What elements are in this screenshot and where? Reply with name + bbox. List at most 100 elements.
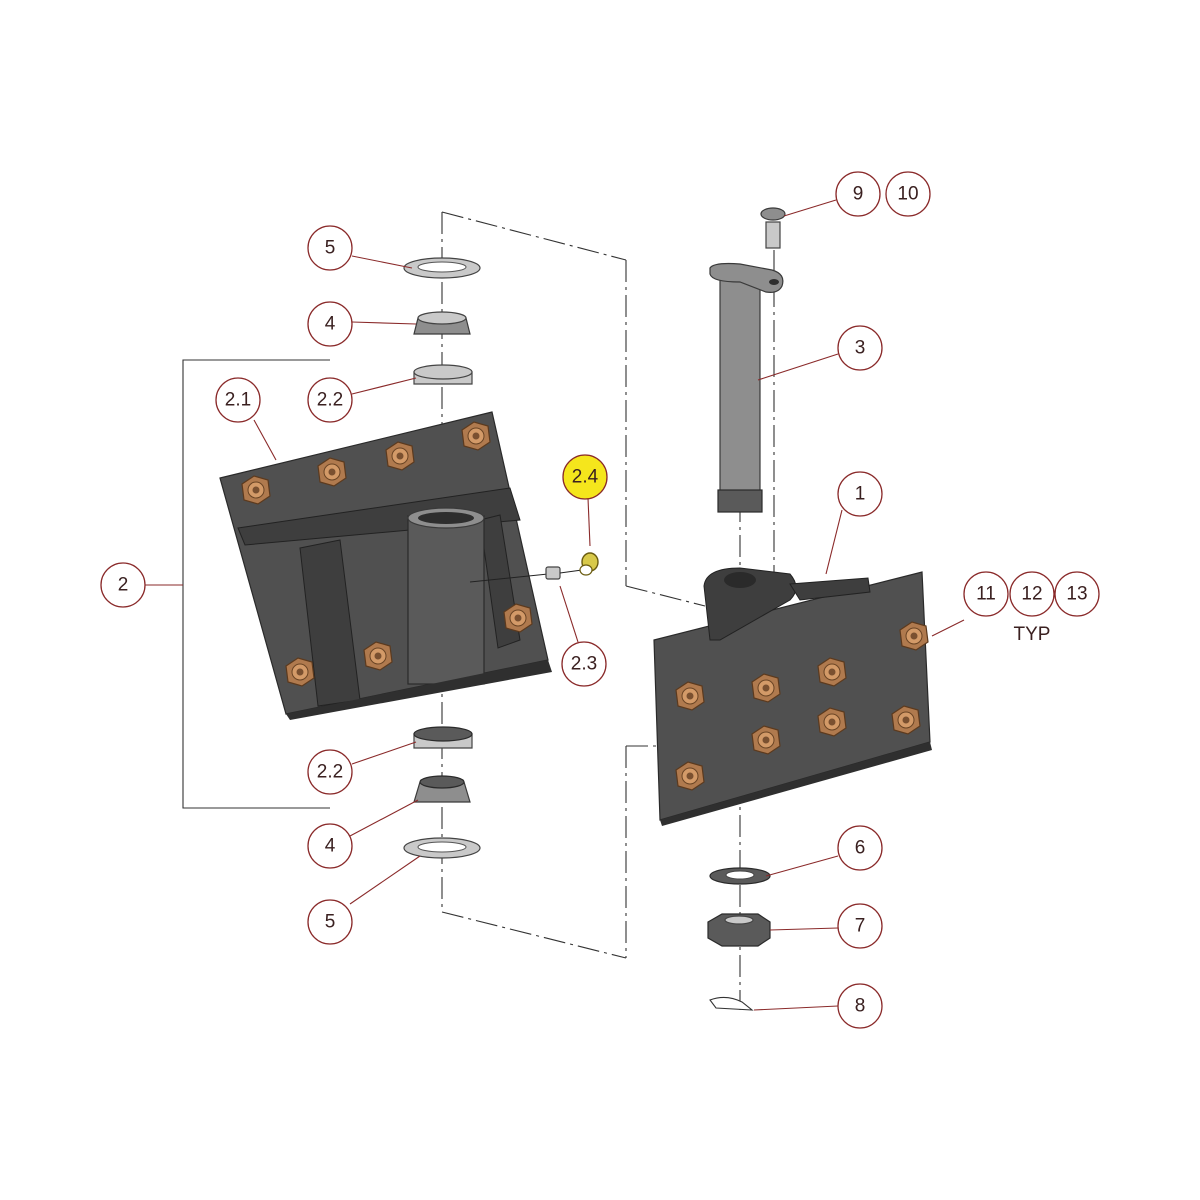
callout-4-bottom-label: 4	[325, 836, 336, 857]
nut	[751, 725, 781, 755]
callout-2-2-bottom-label: 2.2	[317, 762, 343, 783]
leader-9	[783, 199, 837, 217]
bearing-cone-top-face	[417, 311, 467, 325]
pin-tab-hole	[769, 279, 779, 285]
left-bearing-stack	[403, 257, 481, 859]
callout-2-4-label: 2.4	[572, 467, 599, 488]
mount-plate-edge	[286, 660, 552, 720]
callout-2-4: 2.4	[562, 454, 608, 500]
leader-6	[765, 855, 839, 877]
spindle-knuckle-bore	[724, 572, 756, 588]
nut	[675, 681, 705, 711]
phantom-to-part1-upper	[625, 585, 706, 607]
tab-bolt	[760, 207, 786, 249]
thrust-washer-top-hole	[417, 261, 467, 273]
callout-4-top: 4	[307, 301, 353, 347]
callout-9: 9	[835, 171, 881, 217]
thrust-washer-bottom-hole	[417, 841, 467, 853]
callout-7: 7	[837, 903, 883, 949]
callout-6: 6	[837, 825, 883, 871]
callout-2-3: 2.3	[561, 641, 607, 687]
cotter-pin	[709, 996, 754, 1011]
callout-2: 2	[100, 562, 146, 608]
pin-washer-hole	[725, 870, 755, 880]
callout-4-bottom: 4	[307, 823, 353, 869]
grease-fitting	[469, 552, 599, 583]
leader-2-3	[559, 585, 579, 643]
castle-nut-bore	[724, 915, 754, 925]
mount-plate-nuts	[241, 421, 533, 687]
hinge-pin	[709, 262, 784, 513]
nut	[363, 641, 393, 671]
nut	[461, 421, 491, 451]
callout-3: 3	[837, 325, 883, 371]
callout-2-2-bottom: 2.2	[307, 749, 353, 795]
spindle-mount-plate	[653, 567, 932, 826]
leader-5-bottom	[349, 855, 421, 905]
callout-4-top-label: 4	[325, 314, 336, 335]
callout-13: 13	[1054, 571, 1100, 617]
callout-1-label: 1	[855, 484, 866, 505]
spindle-plate-edge	[660, 742, 932, 826]
nut	[891, 705, 921, 735]
bearing-race-top-face	[413, 364, 473, 380]
callout-10: 10	[885, 171, 931, 217]
leader-2-2-top	[351, 377, 417, 395]
leader-5-top	[351, 255, 413, 269]
callout-5-bottom: 5	[307, 899, 353, 945]
nut	[899, 621, 929, 651]
nut	[675, 761, 705, 791]
pin-head-tab	[709, 262, 784, 293]
callout-10-label: 10	[897, 184, 918, 205]
callout-3-label: 3	[855, 338, 866, 359]
callout-8: 8	[837, 983, 883, 1029]
callout-5-top: 5	[307, 225, 353, 271]
callout-2-3-label: 2.3	[571, 654, 597, 675]
nut	[241, 475, 271, 505]
bearing-cone-bottom-face	[419, 775, 465, 789]
typ-note: TYP	[1014, 624, 1051, 645]
nut	[385, 441, 415, 471]
callout-8-label: 8	[855, 996, 866, 1017]
bracket-line	[182, 359, 330, 809]
nut	[503, 603, 533, 633]
nut	[751, 673, 781, 703]
leader-lines	[253, 199, 965, 1011]
bottom-phantom-link	[441, 911, 627, 959]
callout-2-label: 2	[118, 575, 129, 596]
top-phantom-link	[441, 211, 627, 261]
callout-2-2-top: 2.2	[307, 377, 353, 423]
nut	[817, 707, 847, 737]
nut	[817, 657, 847, 687]
leader-4-top	[351, 321, 417, 325]
callout-2-2-top-label: 2.2	[317, 390, 343, 411]
leader-7	[769, 927, 839, 931]
assembly-2-bracket	[145, 359, 330, 809]
leader-2-4	[587, 497, 591, 547]
callout-2-1: 2.1	[215, 377, 261, 423]
leader-8	[753, 1005, 839, 1011]
nut	[317, 457, 347, 487]
bearing-race-bottom-face	[413, 726, 473, 742]
callout-13-label: 13	[1066, 584, 1087, 605]
leader-2-1	[253, 419, 277, 461]
castle-nut	[707, 913, 771, 947]
hinge-tube-bore	[418, 512, 474, 524]
leader-11	[931, 619, 965, 637]
callout-12: 12	[1009, 571, 1055, 617]
pin-retention-hardware	[707, 867, 771, 1011]
callout-6-label: 6	[855, 838, 866, 859]
grease-cap-ring	[579, 564, 593, 576]
bolt-head	[760, 207, 786, 221]
leader-2-2-bottom	[351, 741, 417, 765]
spindle-plate-knuckle	[703, 567, 797, 641]
callout-balloons: 9 10 5 4 3 2.2 2.1 2.4 1 2 11 12 13 TYP …	[100, 171, 1100, 1029]
hinge-tube	[407, 515, 485, 685]
spindle-plate-arm	[789, 577, 871, 601]
callout-11: 11	[963, 571, 1009, 617]
callout-2-1-label: 2.1	[225, 390, 251, 411]
callout-1: 1	[837, 471, 883, 517]
hinge-mount-plate	[219, 411, 552, 720]
pin-shaft	[719, 273, 761, 505]
